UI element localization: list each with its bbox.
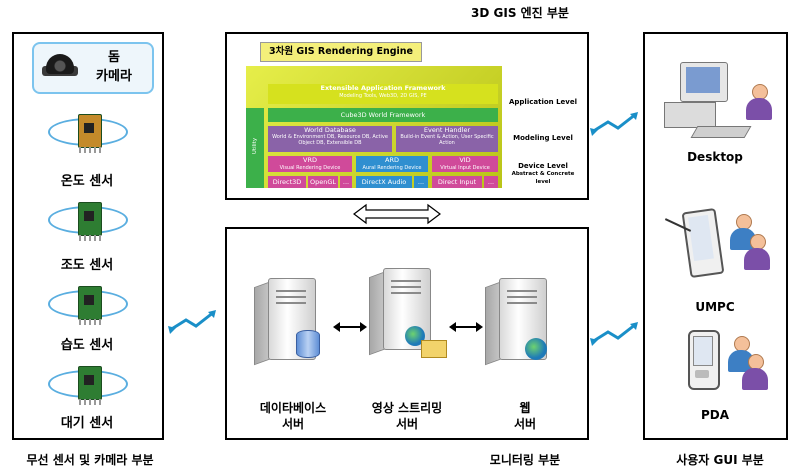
streaming-server-label: 영상 스트리밍 서버	[371, 401, 443, 431]
sensor-label: 조도 센서	[60, 258, 114, 273]
globe-icon	[405, 326, 425, 346]
dome-camera-label: 돔 카메라	[96, 50, 132, 84]
desktop-label: Desktop	[687, 150, 743, 164]
web-server-icon	[485, 278, 549, 366]
pda-label: PDA	[700, 408, 730, 422]
umpc-label: UMPC	[695, 300, 735, 314]
wireless-link-icon	[590, 110, 638, 136]
sensor-chip-icon	[78, 286, 102, 325]
sensor-chip-icon	[78, 114, 102, 153]
sensor-chip-icon	[78, 366, 102, 405]
world-framework-block: Cube3D World Framework	[268, 108, 498, 122]
device-level-label: Device Level Abstract & Concrete level	[511, 162, 575, 185]
wireless-link-icon	[168, 308, 218, 336]
ellipsis-block: ...	[414, 176, 428, 188]
modeling-level-label: Modeling Level	[513, 134, 573, 142]
sensor-chip-icon	[78, 202, 102, 241]
app-framework-block: Extensible Application Framework Modelin…	[268, 84, 498, 104]
dome-camera-icon	[42, 52, 78, 82]
database-server-icon	[254, 278, 320, 366]
streaming-server-icon	[369, 268, 447, 358]
sensor-camera-caption: 무선 센서 및 카메라 부분	[26, 453, 154, 467]
engine-title: 3차원 GIS Rendering Engine	[260, 42, 422, 62]
sensor-label: 대기 센서	[60, 416, 114, 431]
folder-icon	[421, 340, 447, 358]
direct-input-block: Direct Input	[432, 176, 482, 188]
ellipsis-block: ...	[340, 176, 352, 188]
direct3d-block: Direct3D	[268, 176, 306, 188]
ellipsis-block: ...	[484, 176, 498, 188]
engine-diagram: 3차원 GIS Rendering Engine Extensible Appl…	[238, 40, 580, 194]
sensor-label: 온도 센서	[60, 174, 114, 189]
server-link-arrow	[333, 322, 367, 332]
directx-audio-block: DirectX Audio	[356, 176, 412, 188]
pda-device-icon	[680, 330, 780, 400]
monitoring-caption: 모니터링 부분	[489, 453, 561, 467]
umpc-device-icon	[664, 204, 772, 284]
opengl-block: OpenGL	[308, 176, 338, 188]
database-icon	[296, 330, 320, 358]
wireless-link-icon	[590, 320, 638, 346]
dome-camera-box: 돔 카메라	[32, 42, 154, 94]
user-gui-caption: 사용자 GUI 부분	[676, 453, 764, 467]
globe-icon	[525, 338, 547, 360]
event-handler-block: Event Handler Build-in Event & Action, U…	[396, 126, 498, 152]
bidirectional-arrow-icon	[352, 203, 442, 225]
utility-block: Utility	[246, 108, 264, 188]
world-database-block: World Database World & Environment DB, R…	[268, 126, 392, 152]
server-link-arrow	[449, 322, 483, 332]
sensor-label: 습도 센서	[60, 338, 114, 353]
application-level-label: Application Level	[508, 98, 577, 106]
desktop-computer-icon	[664, 62, 772, 142]
database-server-label: 데이타베이스 서버	[259, 401, 327, 431]
web-server-label: 웹 서버	[513, 401, 537, 431]
engine-section-title: 3D GIS 엔진 부분	[471, 6, 569, 20]
